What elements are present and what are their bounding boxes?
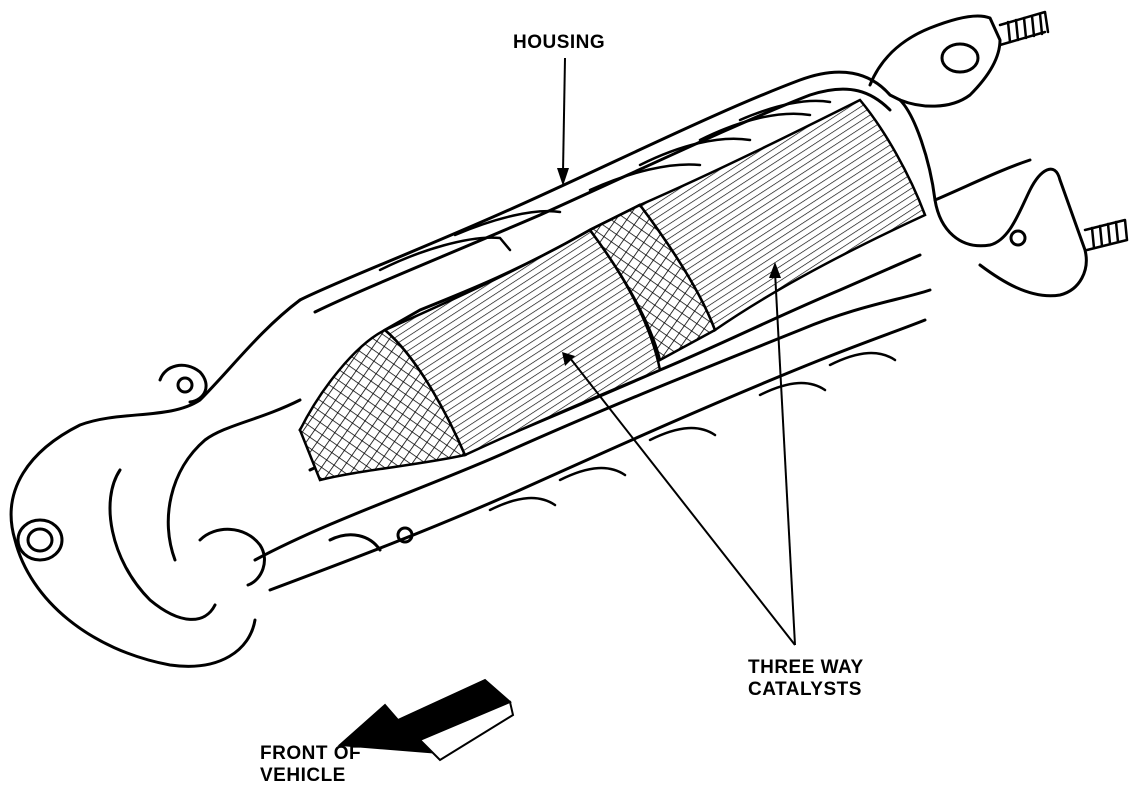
front-direction-arrow (337, 678, 515, 762)
outlet-flange (898, 98, 1088, 298)
housing-upper-rim (313, 87, 892, 314)
inlet-bolt-hole (16, 518, 64, 562)
front-label-line2: VEHICLE (260, 765, 346, 786)
catalyst-fins-front (382, 228, 662, 457)
inlet-funnel (9, 298, 302, 668)
catalyst-fins-rear (638, 98, 927, 332)
front-of-vehicle-label: FRONT OF VEHICLE (260, 743, 361, 787)
housing-label: HOUSING (513, 32, 606, 53)
three-way-catalysts-label: THREE WAY CATALYSTS (748, 657, 864, 701)
outlet-studs (998, 10, 1129, 252)
catalysts-label-line1: THREE WAY (748, 657, 864, 678)
housing-upper-shell (298, 70, 902, 302)
housing-lower-shell (253, 288, 932, 562)
arrowheads (557, 168, 781, 366)
catalysts-label-line2: CATALYSTS (748, 679, 862, 700)
front-label-line1: FRONT OF (260, 743, 362, 764)
leader-lines (562, 57, 796, 646)
housing-ribs (378, 99, 832, 272)
